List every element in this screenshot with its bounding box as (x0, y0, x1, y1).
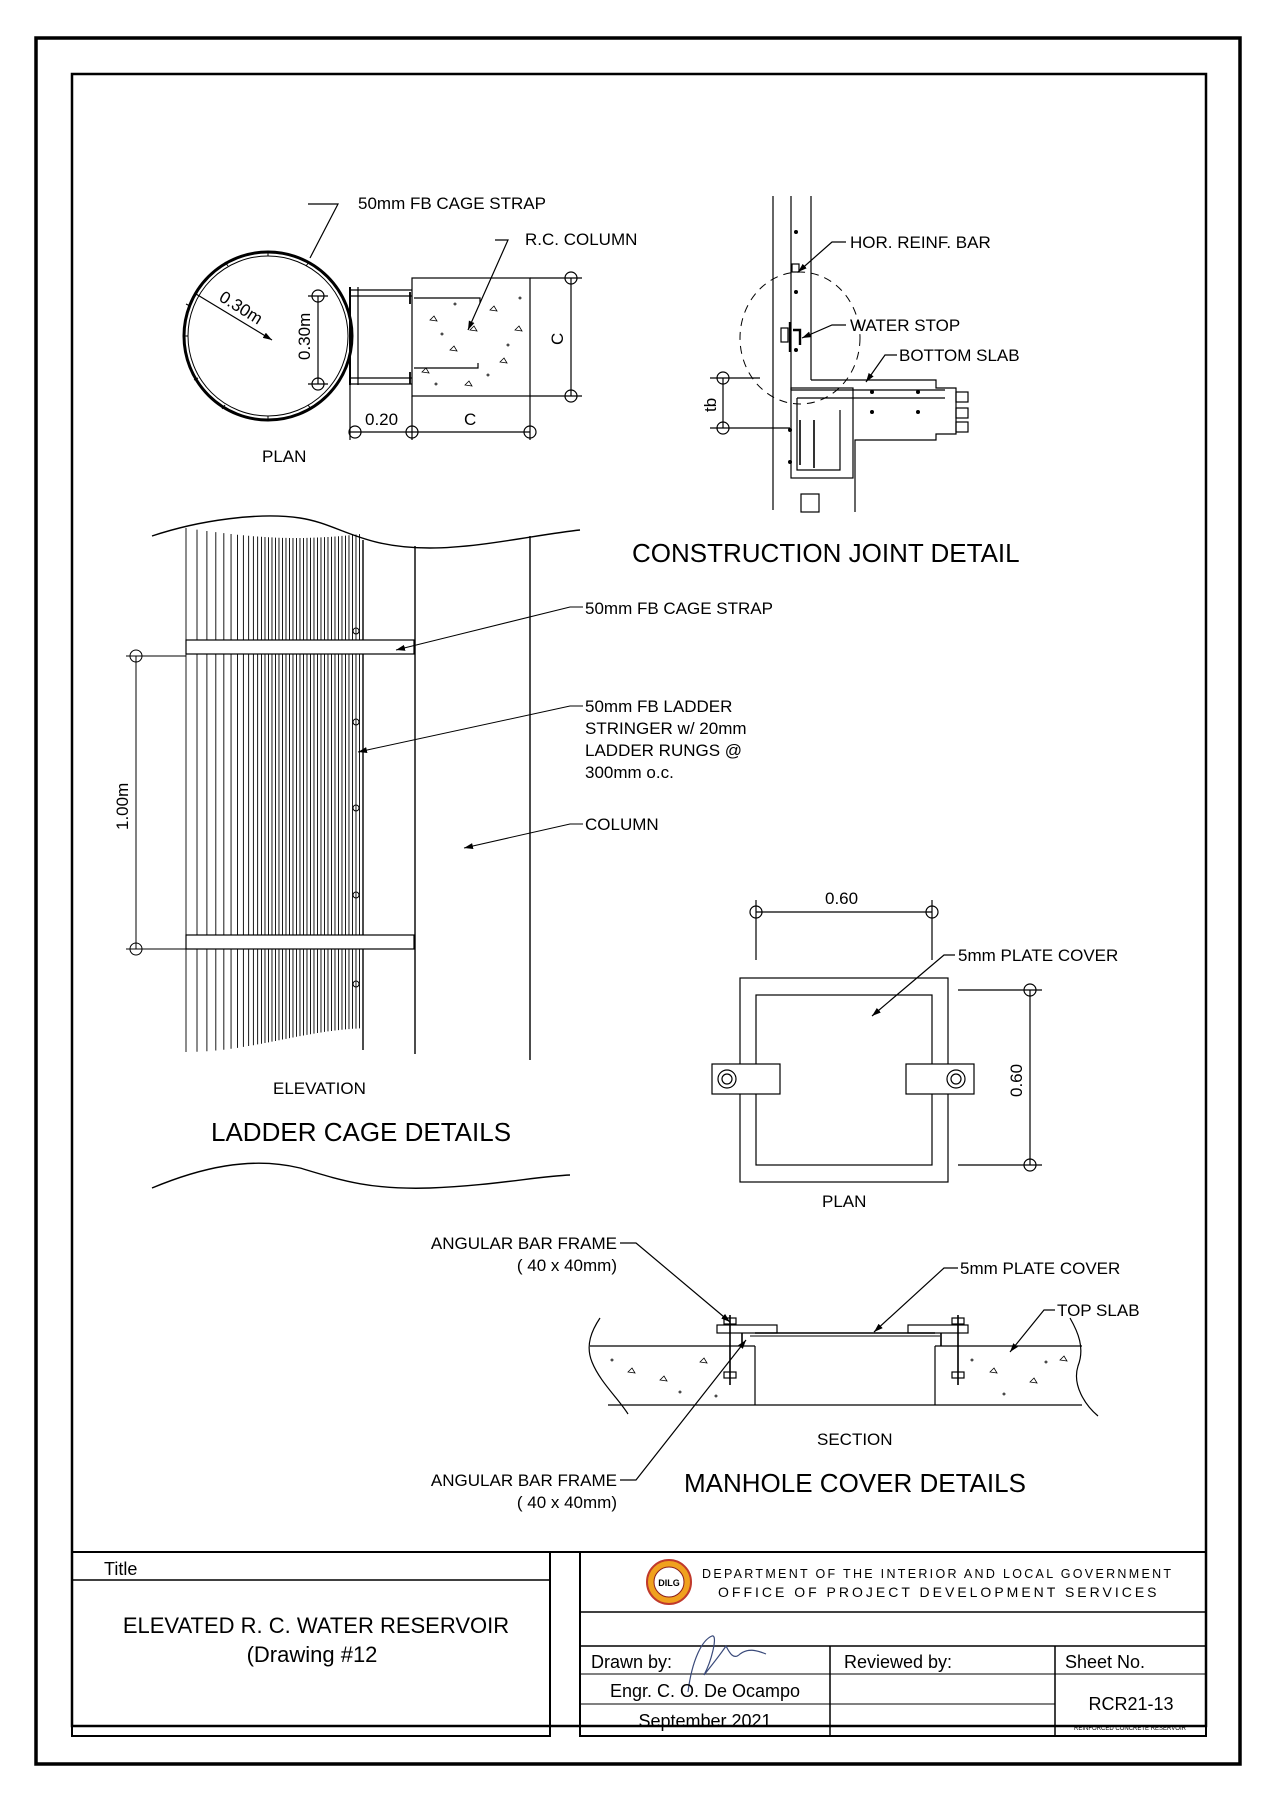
plan-caption: PLAN (262, 447, 306, 466)
manhole-plan (711, 900, 1042, 1183)
elev-stringer-line-2: STRINGER w/ 20mm (585, 719, 747, 738)
ladder-cage-plan-labels: 50mm FB CAGE STRAP R.C. COLUMN 0.30m 0.3… (216, 194, 638, 466)
elev-caption: ELEVATION (273, 1079, 366, 1098)
cj-hor-reinf-bar-label: HOR. REINF. BAR (850, 233, 991, 252)
mh-plan-height: 0.60 (1007, 1064, 1026, 1097)
drawn-by-name: Engr. C. O. De Ocampo (610, 1681, 800, 1701)
mh-frame-bottom-line-2: ( 40 x 40mm) (517, 1493, 617, 1512)
plan-dim-c: C (464, 410, 476, 429)
cj-bottom-slab-label: BOTTOM SLAB (899, 346, 1020, 365)
mh-plan-caption: PLAN (822, 1192, 866, 1211)
plan-radius-label: 0.30m (216, 287, 266, 328)
plan-dim-c-vertical: C (548, 333, 567, 345)
plan-cage-strap-label: 50mm FB CAGE STRAP (358, 194, 546, 213)
drawing-number: (Drawing #12 (247, 1642, 378, 1667)
mh-frame-bottom-line-1: ANGULAR BAR FRAME (431, 1471, 617, 1490)
sheet-no-label: Sheet No. (1065, 1652, 1145, 1672)
inner-border (70, 72, 1208, 1728)
mh-frame-top-line-2: ( 40 x 40mm) (517, 1256, 617, 1275)
department-name: DEPARTMENT OF THE INTERIOR AND LOCAL GOV… (702, 1567, 1173, 1581)
drawing-title: ELEVATED R. C. WATER RESERVOIR (123, 1613, 509, 1638)
mh-section-cover-label: 5mm PLATE COVER (960, 1259, 1120, 1278)
manhole-plan-labels: 0.60 0.60 5mm PLATE COVER PLAN (822, 889, 1118, 1211)
plan-dim-020: 0.20 (365, 410, 398, 429)
signature (687, 1635, 767, 1693)
ladder-cage-plan (182, 203, 582, 440)
mh-section-caption: SECTION (817, 1430, 893, 1449)
cage-vertical-bars (185, 528, 360, 1052)
elev-stringer-line-1: 50mm FB LADDER (585, 697, 732, 716)
mh-plan-cover-label: 5mm PLATE COVER (958, 946, 1118, 965)
dilg-logo: DILG (646, 1559, 692, 1605)
sheet-subtitle: REINFORCED CONCRETE RESERVOIR (1074, 1726, 1187, 1732)
title-block (71, 1551, 1207, 1737)
mh-top-slab-label: TOP SLAB (1057, 1301, 1140, 1320)
drawing-date: September 2021 (638, 1711, 771, 1731)
outer-border (34, 36, 1242, 1766)
elev-height-label: 1.00m (113, 783, 132, 830)
elev-stringer-line-3: LADDER RUNGS @ (585, 741, 742, 760)
manhole-title: MANHOLE COVER DETAILS (684, 1468, 1026, 1498)
title-label: Title (104, 1559, 137, 1579)
plan-rc-column-label: R.C. COLUMN (525, 230, 637, 249)
elev-stringer-line-4: 300mm o.c. (585, 763, 674, 782)
construction-joint-title: CONSTRUCTION JOINT DETAIL (632, 538, 1020, 568)
drawn-by-label: Drawn by: (591, 1652, 672, 1672)
mh-plan-width: 0.60 (825, 889, 858, 908)
manhole-section (588, 1242, 1099, 1481)
title-block-labels: Title ELEVATED R. C. WATER RESERVOIR (Dr… (104, 1559, 1187, 1732)
reviewed-by-label: Reviewed by: (844, 1652, 952, 1672)
ladder-cage-elevation-labels: 50mm FB CAGE STRAP 50mm FB LADDER STRING… (113, 599, 773, 1147)
plan-offset-label: 0.30m (295, 313, 314, 360)
office-name: OFFICE OF PROJECT DEVELOPMENT SERVICES (718, 1584, 1160, 1600)
ladder-cage-elevation (126, 515, 583, 1189)
elev-column-label: COLUMN (585, 815, 659, 834)
construction-joint-labels: HOR. REINF. BAR WATER STOP BOTTOM SLAB t… (632, 233, 1020, 568)
sheet-no: RCR21-13 (1088, 1694, 1173, 1714)
manhole-section-labels: ANGULAR BAR FRAME ( 40 x 40mm) 5mm PLATE… (431, 1234, 1140, 1512)
construction-joint-detail (710, 196, 969, 513)
mh-frame-top-line-1: ANGULAR BAR FRAME (431, 1234, 617, 1253)
ladder-cage-title: LADDER CAGE DETAILS (211, 1117, 511, 1147)
cj-water-stop-label: WATER STOP (850, 316, 960, 335)
elev-cage-strap-label: 50mm FB CAGE STRAP (585, 599, 773, 618)
cj-tb-label: tb (701, 398, 720, 412)
logo-text: DILG (658, 1578, 680, 1588)
